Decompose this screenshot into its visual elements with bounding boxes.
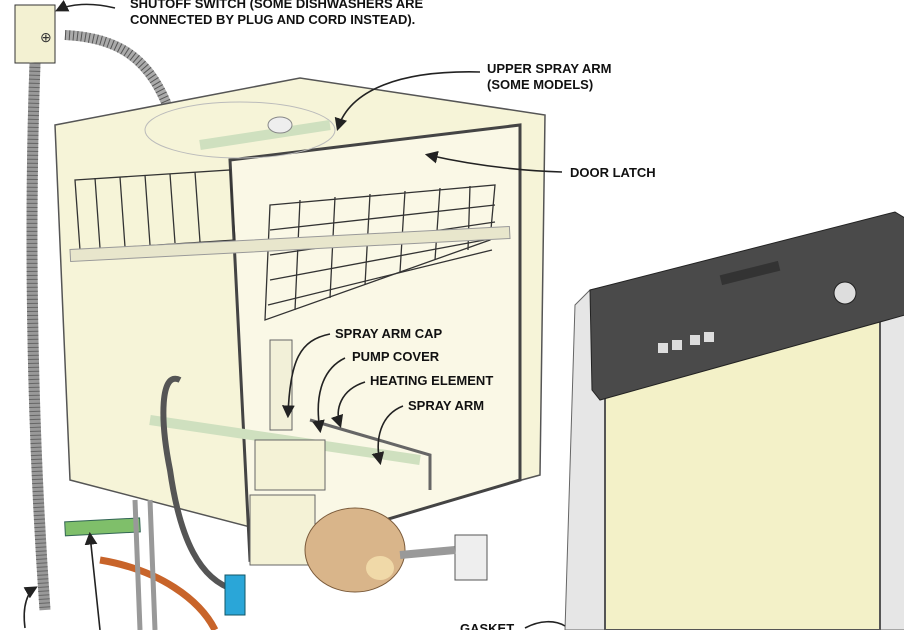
control-panel	[589, 211, 904, 401]
rack-rail	[69, 225, 511, 263]
supply-line	[99, 556, 219, 630]
svg-text:⊕: ⊕	[40, 29, 52, 45]
leader-lines	[23, 0, 566, 630]
shutoff-switch-label-line2: CONNECTED BY PLUG AND CORD INSTEAD).	[130, 12, 415, 27]
inlet-pipe	[64, 517, 141, 537]
motor	[304, 507, 406, 593]
heating-element-shape	[309, 418, 432, 490]
spray-arm-cap-label: SPRAY ARM CAP	[335, 326, 442, 341]
upper-spray-arm-label-line2: (SOME MODELS)	[487, 77, 593, 92]
shutoff-switch-label-line1: SHUTOFF SWITCH (SOME DISHWASHERS ARE	[130, 0, 424, 11]
gasket-label: GASKET	[460, 621, 514, 630]
pump-cover-label: PUMP COVER	[352, 349, 440, 364]
water-valve	[224, 574, 246, 616]
spray-arm-label: SPRAY ARM	[408, 398, 484, 413]
upper-spray-arm	[199, 120, 331, 150]
spray-arm-cap-shape	[269, 339, 293, 431]
dishwasher-door	[564, 211, 904, 630]
dial-knob	[833, 281, 857, 305]
shutoff-switch-box: ⊕	[14, 4, 56, 611]
upper-spray-arm-label-line1: UPPER SPRAY ARM	[487, 61, 612, 76]
heating-element-label: HEATING ELEMENT	[370, 373, 493, 388]
door-latch-label: DOOR LATCH	[570, 165, 656, 180]
